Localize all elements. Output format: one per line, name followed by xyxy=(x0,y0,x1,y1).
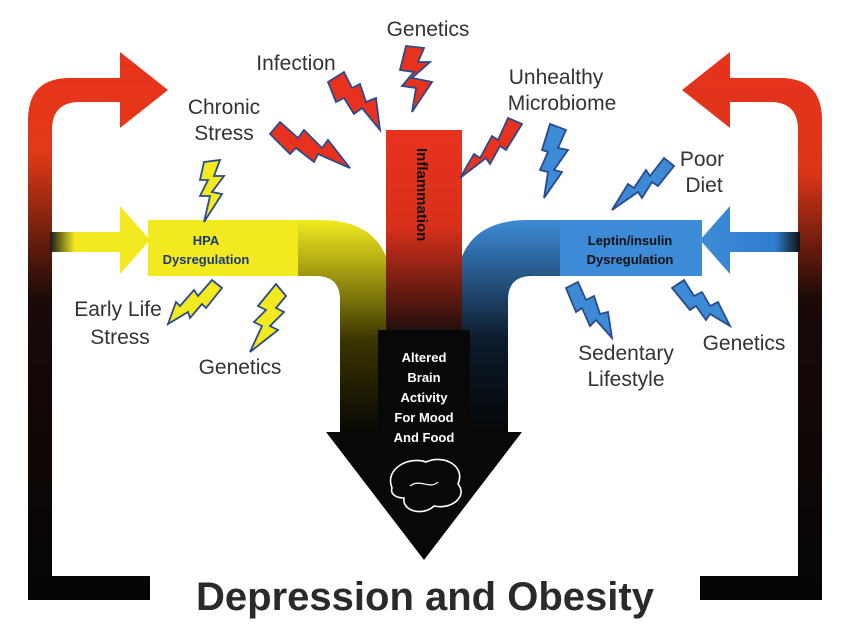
label-chronic-stress-2: Stress xyxy=(194,122,254,145)
label-poor-diet-2: Diet xyxy=(685,174,723,197)
bolt-infection xyxy=(326,70,382,133)
inflammation-label: Inflammation xyxy=(413,148,430,241)
label-genetics-right: Genetics xyxy=(703,332,786,355)
bolt-genetics-left xyxy=(249,282,288,353)
bolt-chronic-stress-yellow xyxy=(198,158,226,223)
outcome-arrow xyxy=(326,330,522,560)
page-title: Depression and Obesity xyxy=(196,575,655,619)
bolt-genetics-top xyxy=(398,45,434,113)
label-early-life-1: Early Life xyxy=(74,298,162,321)
bolt-genetics-right xyxy=(670,278,733,329)
label-poor-diet-1: Poor xyxy=(680,148,724,171)
arrow-line-4: For Mood xyxy=(394,410,453,425)
label-early-life-2: Stress xyxy=(90,326,150,349)
leptin-label-line2: Dysregulation xyxy=(587,252,674,267)
hpa-label-line1: HPA xyxy=(193,233,220,248)
hpa-arm xyxy=(50,206,392,440)
bolt-early-life-stress xyxy=(166,278,224,327)
bolt-microbiome-blue xyxy=(538,122,570,199)
label-genetics-top: Genetics xyxy=(387,18,470,41)
label-infection: Infection xyxy=(256,52,335,75)
label-sedentary-1: Sedentary xyxy=(578,342,674,365)
arrow-line-1: Altered xyxy=(402,350,447,365)
leptin-label-line1: Leptin/insulin xyxy=(588,233,673,248)
right-feedback-loop xyxy=(682,52,822,600)
bolt-chronic-stress xyxy=(268,120,351,169)
label-microbiome-2: Microbiome xyxy=(508,92,617,115)
leptin-arm xyxy=(456,206,800,440)
label-chronic-stress-1: Chronic xyxy=(188,96,260,119)
label-genetics-left: Genetics xyxy=(199,356,282,379)
brain-icon xyxy=(389,458,462,513)
bolt-sedentary xyxy=(564,280,614,341)
left-feedback-loop xyxy=(28,52,168,600)
bolt-poor-diet xyxy=(611,156,676,211)
inflammation-column xyxy=(386,130,462,345)
arrow-line-3: Activity xyxy=(401,390,449,405)
arrow-line-5: And Food xyxy=(394,430,455,445)
arrow-line-2: Brain xyxy=(407,370,440,385)
label-sedentary-2: Lifestyle xyxy=(587,368,664,391)
bolt-microbiome-red xyxy=(459,116,524,179)
hpa-label-line2: Dysregulation xyxy=(163,252,250,267)
label-microbiome-1: Unhealthy xyxy=(509,66,604,89)
